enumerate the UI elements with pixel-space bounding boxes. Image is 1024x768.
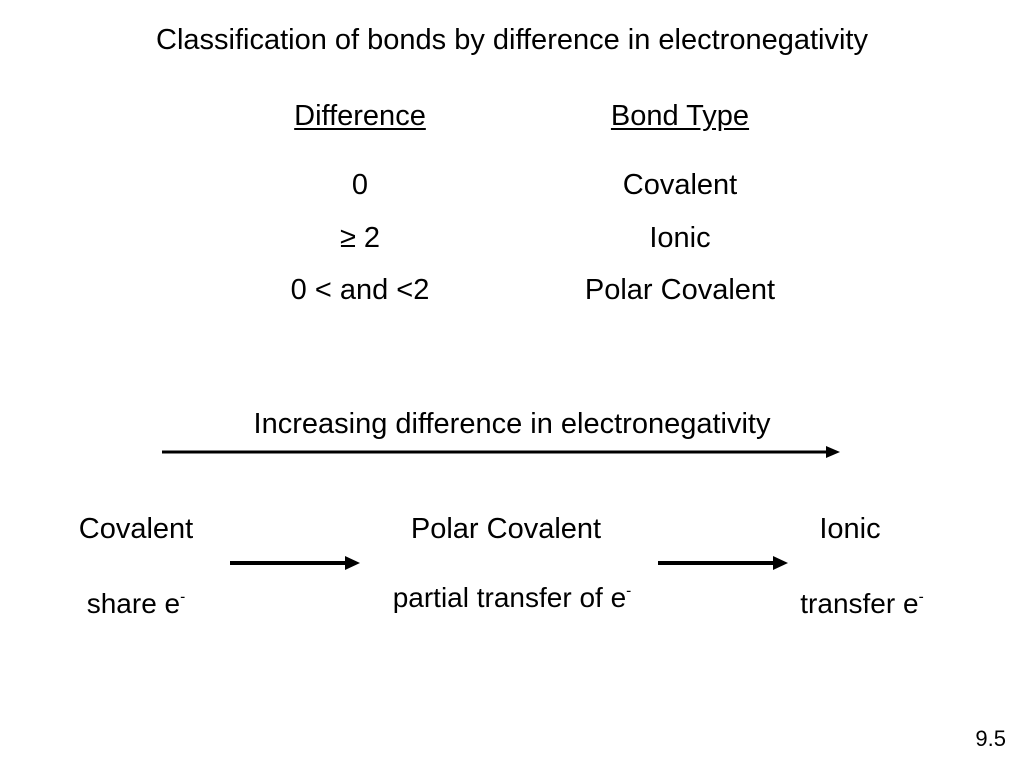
slide-title: Classification of bonds by difference in…	[156, 24, 868, 56]
description-ionic: transfer e-	[762, 588, 962, 619]
bond-type-polar-covalent: Polar Covalent	[410, 513, 602, 545]
header-bond-type: Bond Type	[610, 100, 750, 132]
row-bond-type: Covalent	[622, 169, 738, 201]
header-difference: Difference	[294, 100, 426, 132]
description-polar-covalent: partial transfer of e-	[332, 582, 692, 613]
row-difference: ≥ 2	[339, 222, 381, 254]
slide-number: 9.5	[975, 726, 1006, 751]
superscript: -	[626, 582, 632, 600]
description-covalent: share e-	[36, 588, 236, 619]
row-difference: 0 < and <2	[290, 274, 430, 306]
row-bond-type: Polar Covalent	[584, 274, 776, 306]
scale-label: Increasing difference in electronegativi…	[253, 408, 771, 440]
scale-arrow	[162, 446, 840, 458]
bond-type-covalent: Covalent	[78, 513, 194, 545]
bond-type-ionic: Ionic	[819, 513, 881, 545]
superscript: -	[180, 588, 186, 606]
row-difference: 0	[351, 169, 369, 201]
description-text: partial transfer of e	[392, 582, 627, 613]
superscript: -	[918, 588, 924, 606]
description-text: share e	[86, 588, 181, 619]
arrow-right-icon	[658, 556, 788, 570]
arrow-right-icon	[230, 556, 360, 570]
row-bond-type: Ionic	[649, 222, 711, 254]
description-text: transfer e	[800, 588, 919, 619]
